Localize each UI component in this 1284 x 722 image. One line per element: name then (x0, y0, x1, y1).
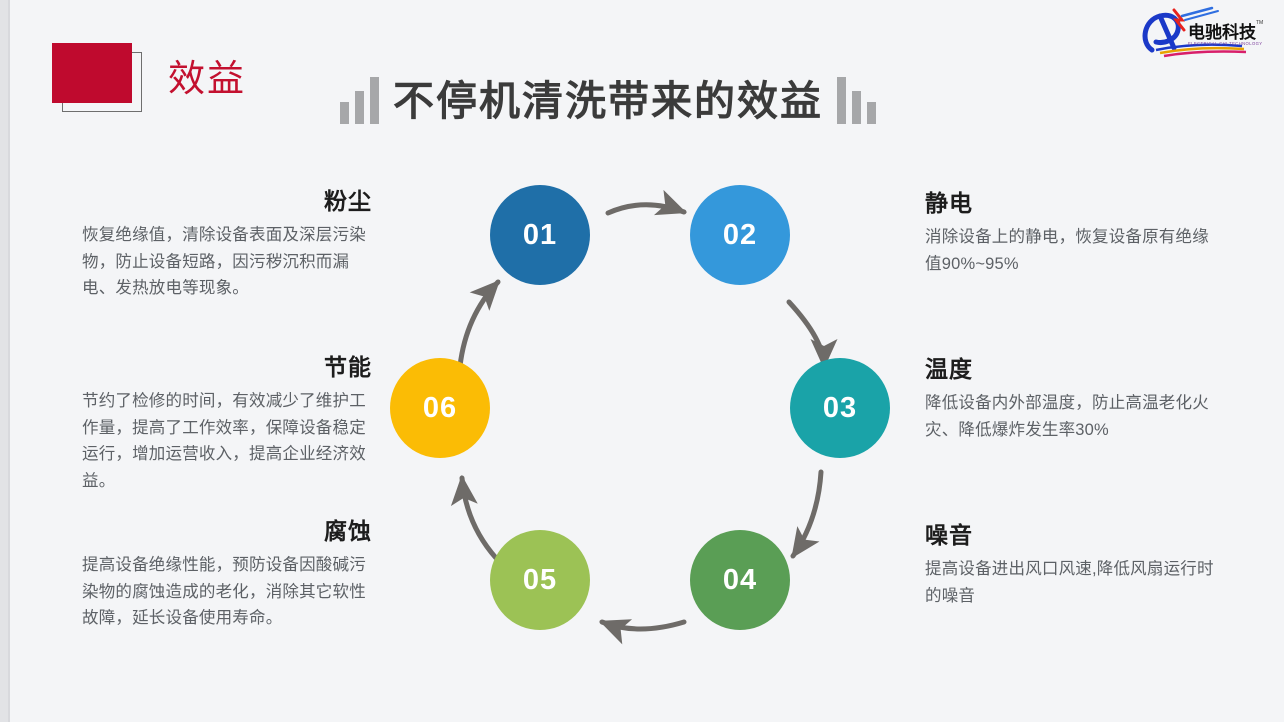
cycle-node-06[interactable]: 06 (390, 358, 490, 458)
cycle-node-03-label: 03 (822, 391, 858, 424)
page-title-text: 不停机清洗带来的效益 (393, 78, 823, 124)
cycle-node-02-label: 02 (722, 218, 758, 251)
section-dust-body: 恢复绝缘值，清除设备表面及深层污染物，防止设备短路，因污秽沉积而漏电、发热放电等… (82, 226, 366, 298)
cycle-node-01-label: 01 (522, 218, 558, 251)
svg-text:ELECTRICAL CHI TECHNOLOGY: ELECTRICAL CHI TECHNOLOGY (1188, 41, 1262, 46)
cycle-node-05[interactable]: 05 (490, 530, 590, 630)
descending-bars-icon (837, 76, 876, 124)
section-corrosion: 腐蚀 提高设备绝缘性能，预防设备因酸碱污染物的腐蚀造成的老化，消除其它软性故障，… (82, 512, 372, 632)
section-dust-title: 粉尘 (324, 188, 372, 214)
page-title: 不停机清洗带来的效益 (340, 66, 876, 124)
section-noise-body: 提高设备进出风口风速,降低风扇运行时的噪音 (925, 560, 1214, 605)
cycle-node-02[interactable]: 02 (690, 185, 790, 285)
cycle-node-04[interactable]: 04 (690, 530, 790, 630)
cycle-node-05-label: 05 (522, 563, 558, 596)
section-energy-body: 节约了检修的时间，有效减少了维护工作量，提高了工作效率，保障设备稳定运行，增加运… (82, 392, 366, 491)
kicker-red-square (52, 43, 132, 103)
kicker-badge (52, 43, 142, 112)
cycle-node-06-label: 06 (422, 391, 458, 424)
svg-text:电驰科技: 电驰科技 (1188, 22, 1257, 42)
cycle-node-04-label: 04 (722, 563, 758, 596)
cycle-node-01[interactable]: 01 (490, 185, 590, 285)
ascending-bars-icon (340, 76, 379, 124)
svg-text:TM: TM (1256, 20, 1263, 26)
cycle-diagram: 01 02 03 04 05 06 (380, 170, 900, 670)
left-edge-strip (0, 0, 8, 722)
section-energy-title: 节能 (324, 354, 372, 380)
section-corrosion-title: 腐蚀 (324, 518, 372, 544)
section-static: 静电 消除设备上的静电，恢复设备原有绝缘值90%~95% (925, 184, 1215, 277)
section-static-title: 静电 (925, 190, 973, 216)
section-dust: 粉尘 恢复绝缘值，清除设备表面及深层污染物，防止设备短路，因污秽沉积而漏电、发热… (82, 182, 372, 302)
section-noise: 噪音 提高设备进出风口风速,降低风扇运行时的噪音 (925, 516, 1215, 609)
cycle-node-03[interactable]: 03 (790, 358, 890, 458)
kicker-label: 效益 (168, 58, 246, 99)
section-noise-title: 噪音 (925, 522, 973, 548)
section-corrosion-body: 提高设备绝缘性能，预防设备因酸碱污染物的腐蚀造成的老化，消除其它软性故障，延长设… (82, 556, 366, 628)
section-temperature-title: 温度 (925, 356, 973, 382)
left-edge-strip-inner (8, 0, 10, 722)
section-temperature: 温度 降低设备内外部温度，防止高温老化火灾、降低爆炸发生率30% (925, 350, 1215, 443)
section-temperature-body: 降低设备内外部温度，防止高温老化火灾、降低爆炸发生率30% (925, 394, 1209, 439)
section-static-body: 消除设备上的静电，恢复设备原有绝缘值90%~95% (925, 228, 1209, 273)
company-logo: 电驰科技 ELECTRICAL CHI TECHNOLOGY TM (1138, 6, 1268, 58)
section-energy: 节能 节约了检修的时间，有效减少了维护工作量，提高了工作效率，保障设备稳定运行，… (82, 348, 372, 495)
